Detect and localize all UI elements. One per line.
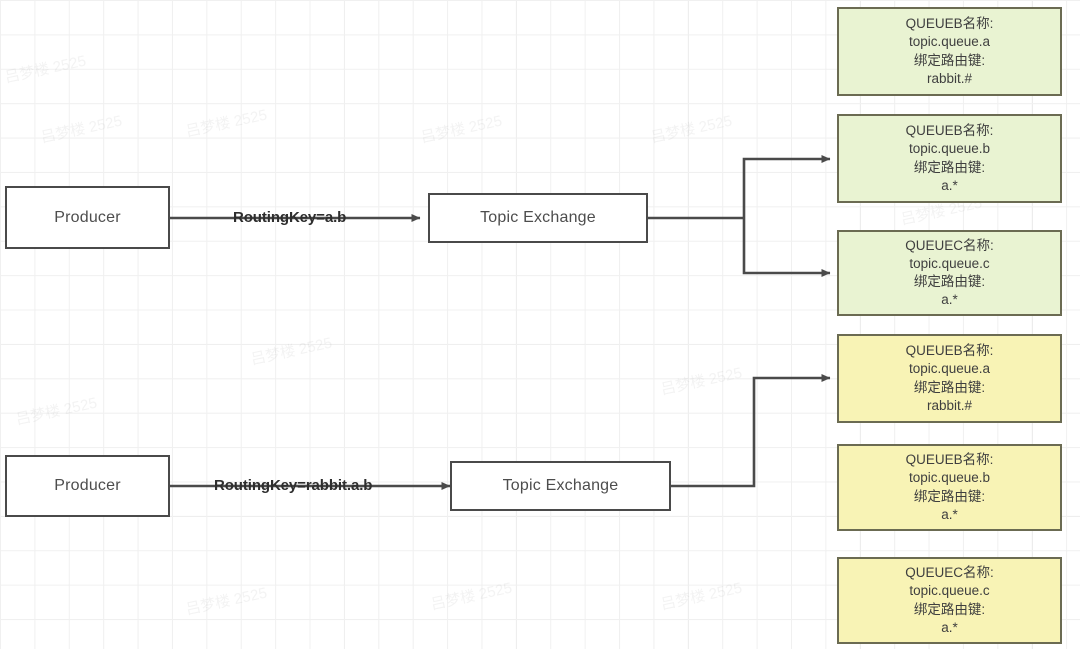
watermark: 吕梦楼 2525	[419, 112, 504, 147]
exchange-bottom[interactable]: Topic Exchange	[450, 461, 671, 511]
routing-key-label-bottom: RoutingKey=rabbit.a.b	[214, 477, 373, 494]
exchange-top-label: Topic Exchange	[480, 209, 596, 226]
edge-exchange-bottom-to-queue-a	[671, 374, 831, 488]
watermark: 吕梦楼 2525	[184, 106, 269, 141]
producer-bottom-label: Producer	[54, 477, 121, 494]
queue-box-q2[interactable]: QUEUEB名称: topic.queue.b 绑定路由键: a.*	[837, 114, 1062, 203]
watermark: 吕梦楼 2525	[249, 334, 334, 369]
watermark: 吕梦楼 2525	[14, 394, 99, 429]
queue-text: QUEUEC名称: topic.queue.c 绑定路由键: a.*	[905, 237, 994, 308]
watermark: 吕梦楼 2525	[659, 364, 744, 399]
producer-top[interactable]: Producer	[5, 186, 170, 249]
watermark: 吕梦楼 2525	[3, 52, 88, 87]
watermark: 吕梦楼 2525	[429, 579, 514, 614]
queue-box-q4[interactable]: QUEUEB名称: topic.queue.a 绑定路由键: rabbit.#	[837, 334, 1062, 423]
queue-text: QUEUEC名称: topic.queue.c 绑定路由键: a.*	[905, 565, 994, 635]
queue-text: QUEUEB名称: topic.queue.b 绑定路由键: a.*	[905, 123, 994, 193]
queue-box-q6[interactable]: QUEUEC名称: topic.queue.c 绑定路由键: a.*	[837, 557, 1062, 644]
queue-box-q1[interactable]: QUEUEB名称: topic.queue.a 绑定路由键: rabbit.#	[837, 7, 1062, 96]
watermark: 吕梦楼 2525	[649, 112, 734, 147]
watermark: 吕梦楼 2525	[659, 579, 744, 614]
queue-box-q5[interactable]: QUEUEB名称: topic.queue.b 绑定路由键: a.*	[837, 444, 1062, 531]
queue-text: QUEUEB名称: topic.queue.a 绑定路由键: rabbit.#	[905, 343, 994, 413]
exchange-bottom-label: Topic Exchange	[502, 477, 619, 494]
watermark: 吕梦楼 2525	[39, 112, 124, 147]
edge-exchange-top-to-queue-b	[742, 155, 831, 218]
producer-top-label: Producer	[54, 208, 121, 226]
edge-exchange-top-to-queue-c	[742, 218, 831, 277]
queue-box-q3[interactable]: QUEUEC名称: topic.queue.c 绑定路由键: a.*	[837, 230, 1062, 316]
routing-key-label-top: RoutingKey=a.b	[233, 209, 347, 226]
watermark: 吕梦楼 2525	[184, 584, 269, 619]
queue-text: QUEUEB名称: topic.queue.a 绑定路由键: rabbit.#	[905, 16, 994, 86]
queue-text: QUEUEB名称: topic.queue.b 绑定路由键: a.*	[905, 452, 994, 522]
producer-bottom[interactable]: Producer	[5, 455, 170, 517]
exchange-top[interactable]: Topic Exchange	[428, 193, 648, 243]
